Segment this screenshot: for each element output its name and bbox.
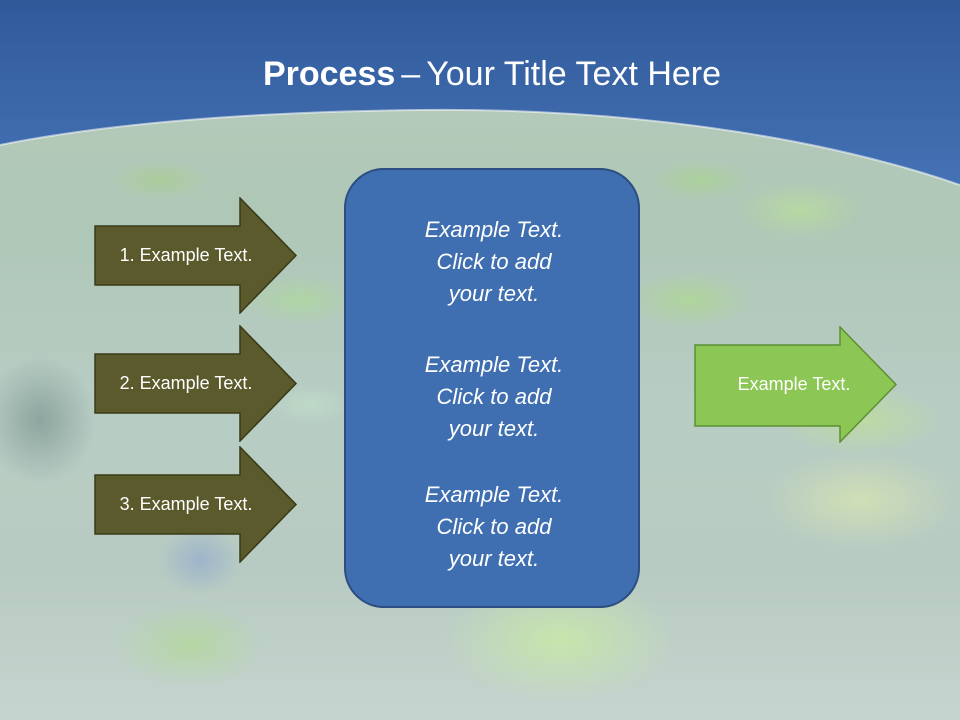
process-step-3-arrow[interactable]: 3. Example Text. xyxy=(94,446,298,563)
arrow-right-shape xyxy=(94,197,298,314)
process-step-2-label: 2. Example Text. xyxy=(119,373,253,393)
title-bold-word: Process xyxy=(262,55,396,93)
center-text-line: your text. xyxy=(448,416,540,441)
process-step-1-label: 1. Example Text. xyxy=(119,245,253,265)
arrow-right-shape xyxy=(94,446,298,563)
center-text-block-1[interactable]: Example Text. Click to add your text. xyxy=(346,214,642,310)
center-text-line: Click to add xyxy=(436,384,552,409)
title-text: Your Title Text Here xyxy=(426,55,722,93)
title-separator: – xyxy=(401,55,421,93)
process-step-3-label: 3. Example Text. xyxy=(119,494,253,514)
process-step-2-arrow[interactable]: 2. Example Text. xyxy=(94,325,298,442)
process-step-1-arrow[interactable]: 1. Example Text. xyxy=(94,197,298,314)
center-text-block-2[interactable]: Example Text. Click to add your text. xyxy=(346,349,642,445)
process-result-label: Example Text. xyxy=(737,374,851,394)
center-text-line: Example Text. xyxy=(424,482,564,507)
center-text-line: Example Text. xyxy=(424,352,564,377)
center-text-line: Click to add xyxy=(436,249,552,274)
center-text-line: Click to add xyxy=(436,514,552,539)
arrow-right-shape xyxy=(694,326,898,443)
process-result-arrow[interactable]: Example Text. xyxy=(694,326,898,443)
center-text-block-3[interactable]: Example Text. Click to add your text. xyxy=(346,479,642,575)
slide-title[interactable]: Process–Your Title Text Here xyxy=(0,52,960,96)
center-text-line: Example Text. xyxy=(424,217,564,242)
arrow-right-shape xyxy=(94,325,298,442)
center-text-line: your text. xyxy=(448,281,540,306)
center-process-box[interactable]: Example Text. Click to add your text. Ex… xyxy=(344,168,640,608)
center-text-line: your text. xyxy=(448,546,540,571)
